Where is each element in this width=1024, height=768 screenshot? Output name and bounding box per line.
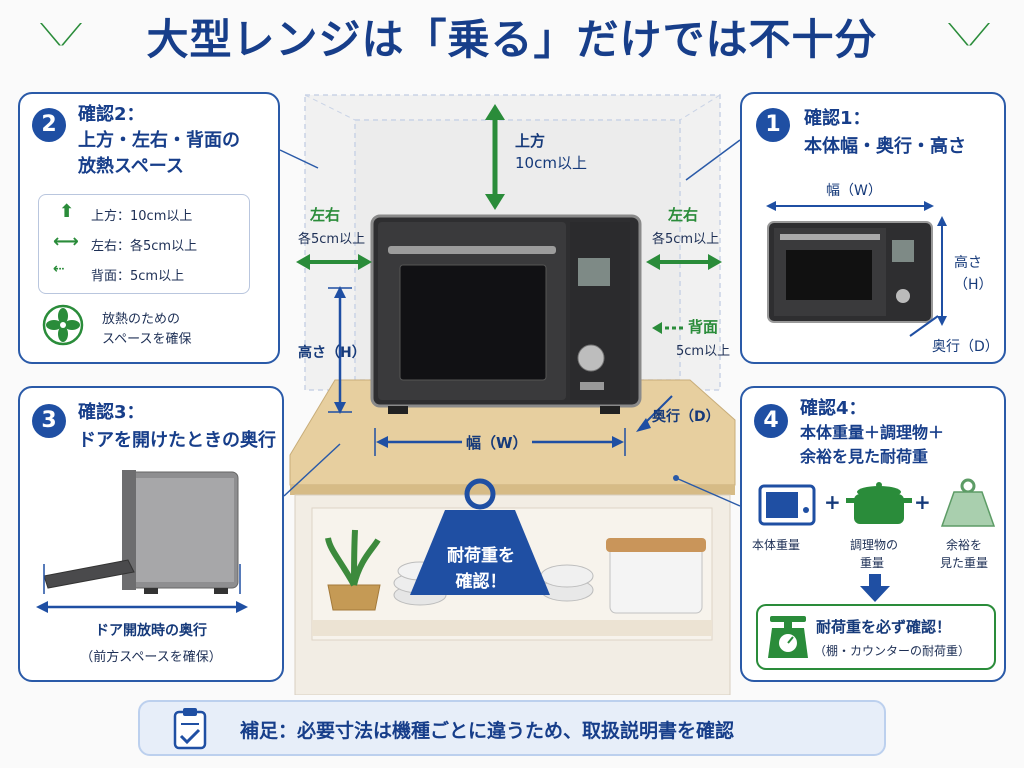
item-margin-weight-1: 余裕を: [946, 538, 983, 552]
legend-item-top: 上方：10cm以上: [91, 209, 193, 224]
back-clearance-label: 背面: [688, 318, 719, 336]
check3-title-2: ドアを開けたときの奥行: [78, 430, 276, 451]
check1-height-label-1: 高さ: [954, 255, 982, 271]
open-door-diagram: [36, 470, 248, 613]
right-clearance-value: 各5cm以上: [652, 232, 720, 247]
check1-title-1: 確認1：: [804, 108, 871, 129]
scale-icon: [768, 616, 808, 658]
top-clearance-label: 上方: [515, 132, 546, 150]
load-capacity-note: （棚・カウンターの耐荷重）: [814, 644, 971, 658]
panel-check1: 1 確認1： 本体幅・奥行・高さ 幅（W） 高さ （H） 奥行（D）: [740, 92, 1006, 364]
left-clearance-label: 左右: [310, 206, 341, 224]
check4-title-3: 余裕を見た耐荷重: [800, 447, 929, 466]
back-clearance-value: 5cm以上: [676, 344, 731, 359]
load-capacity-box: 耐荷重を必ず確認！ （棚・カウンターの耐荷重）: [756, 604, 996, 670]
legend-item-sides: 左右：各5cm以上: [91, 239, 198, 254]
supplement-note-text: 補足：必要寸法は機種ごとに違うため、取扱説明書を確認: [240, 720, 735, 742]
check2-title-2: 上方・左右・背面の: [78, 130, 240, 151]
sparkle-right-icon: ⟍⟋: [948, 18, 990, 53]
check2-title-1: 確認2：: [78, 104, 145, 125]
sparkle-left-icon: ⟍⟋: [40, 18, 82, 53]
check4-title-1: 確認4：: [800, 398, 867, 419]
check3-title-1: 確認3：: [78, 402, 145, 423]
fan-icon: [42, 304, 84, 346]
check3-caption-1: ドア開放時の奥行: [95, 623, 207, 639]
fan-text-2: スペースを確保: [102, 332, 192, 347]
legend-item-back: 背面：5cm以上: [91, 269, 185, 284]
microwave-dims-diagram: [766, 201, 947, 337]
page-title: 大型レンジは「乗る」だけでは不十分: [146, 15, 878, 64]
step-number-2: 2: [32, 108, 66, 142]
check3-caption-2: （前方スペースを確保）: [80, 650, 222, 665]
arrow-left-right-icon: ⟷: [53, 231, 79, 252]
item-margin-weight-2: 見た重量: [940, 556, 989, 570]
left-clearance-value: 各5cm以上: [298, 232, 366, 247]
pot-icon: [846, 482, 912, 524]
check2-title-3: 放熱スペース: [78, 156, 184, 177]
arrow-up-icon: ⬆: [59, 201, 75, 222]
panel-check2: 2 確認2： 上方・左右・背面の 放熱スペース ⬆ 上方：10cm以上 ⟷ 左右…: [18, 92, 280, 364]
center-depth-label: 奥行（D）: [652, 409, 720, 425]
microwave-icon: [758, 484, 816, 526]
clipboard-check-icon: [173, 708, 207, 750]
step-number-3: 3: [32, 404, 66, 438]
center-width-label: 幅（W）: [462, 432, 532, 453]
check4-title-2: 本体重量＋調理物＋: [800, 423, 945, 442]
plus-sign-1: +: [824, 490, 841, 514]
arrow-down-icon: [860, 574, 890, 602]
weight-icon: [940, 478, 996, 527]
right-clearance-label: 左右: [668, 206, 699, 224]
load-capacity-title: 耐荷重を必ず確認！: [816, 618, 952, 636]
check1-height-label-2: （H）: [954, 277, 993, 293]
arrow-dashed-left-icon: ⇠: [53, 261, 65, 277]
step-number-4: 4: [754, 404, 788, 438]
clearance-legend: ⬆ 上方：10cm以上 ⟷ 左右：各5cm以上 ⇠ 背面：5cm以上: [38, 194, 250, 294]
center-height-label: 高さ（H）: [298, 345, 366, 361]
fan-text-1: 放熱のための: [102, 312, 181, 327]
center-illustration: [289, 94, 736, 695]
load-badge-line1: 耐荷重を: [447, 546, 515, 566]
step-number-1: 1: [756, 108, 790, 142]
check1-title-2: 本体幅・奥行・高さ: [804, 136, 966, 157]
top-clearance-value: 10cm以上: [515, 154, 587, 172]
plus-sign-2: +: [914, 490, 931, 514]
panel-check3: 3 確認3： ドアを開けたときの奥行 ドア開放時の奥行 （前方スペースを確保）: [18, 386, 284, 682]
item-food-weight-2: 重量: [860, 556, 885, 570]
load-badge-line2: 確認！: [455, 572, 507, 592]
item-food-weight-1: 調理物の: [850, 538, 899, 552]
supplement-note: 補足：必要寸法は機種ごとに違うため、取扱説明書を確認: [138, 700, 886, 756]
check1-width-label: 幅（W）: [826, 183, 882, 199]
panel-check4: 4 確認4： 本体重量＋調理物＋ 余裕を見た耐荷重 + + 本体重量 調理物の …: [740, 386, 1006, 682]
item-body-weight: 本体重量: [752, 538, 801, 552]
check1-depth-label: 奥行（D）: [932, 339, 999, 355]
